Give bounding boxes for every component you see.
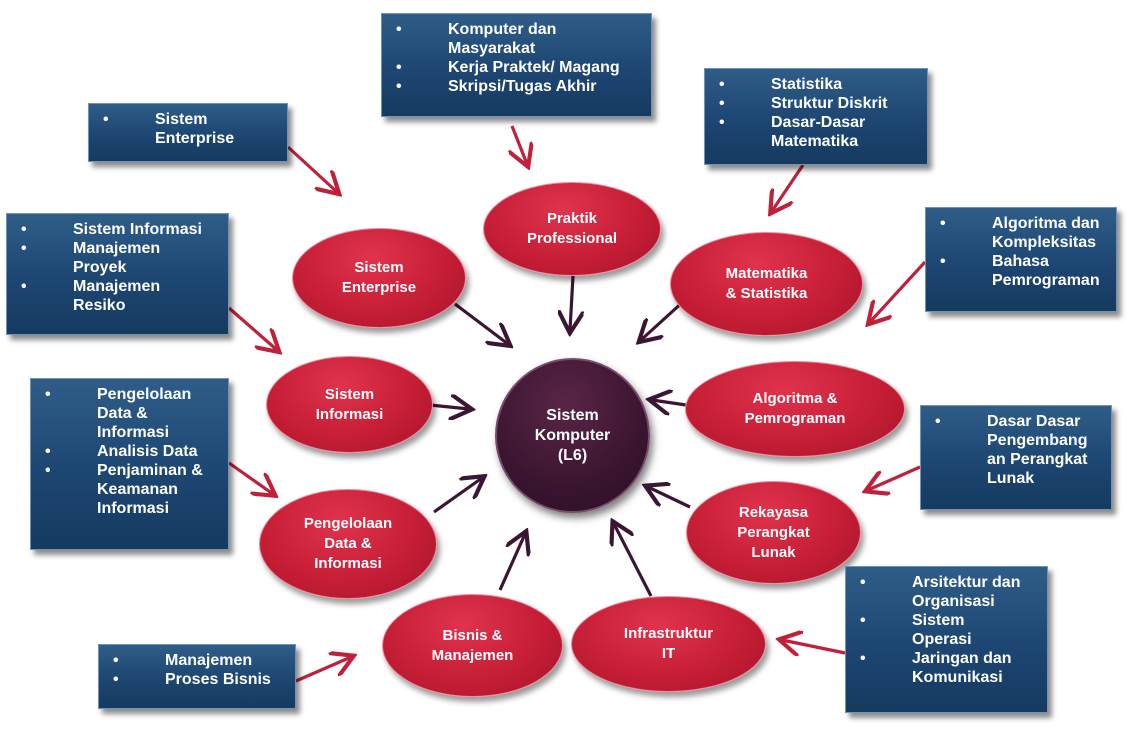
arrow-algoritma-center: [652, 400, 687, 405]
arrow-box-bisnis: [295, 657, 351, 683]
arrow-box-matematika: [772, 164, 805, 211]
box-algoritma-pemrograman: Algoritma dan Kompleksitas Bahasa Pemrog…: [925, 207, 1117, 312]
list-item: Dasar-Dasar Matematika: [711, 113, 919, 151]
node-algoritma-pemrograman: Algoritma & Pemrograman: [685, 361, 905, 457]
node-pengelolaan-data-informasi: Pengelolaan Data & Informasi: [259, 489, 437, 599]
box-infrastruktur-it: Arsitektur dan Organisasi Sistem Operasi…: [845, 566, 1048, 713]
arrow-box-praktik: [512, 125, 527, 164]
arrow-sistem-enterprise-center: [454, 302, 508, 344]
box-matematika-statistika: Statistika Struktur Diskrit Dasar-Dasar …: [704, 68, 928, 165]
arrow-matematika-center: [641, 298, 687, 340]
list-item: Analisis Data: [37, 442, 220, 461]
list-item: Statistika: [711, 75, 919, 94]
arrow-sistem-informasi-center: [429, 405, 469, 409]
list-item: Komputer dan Masyarakat: [388, 20, 643, 58]
arrow-box-sistem-enterprise: [286, 145, 337, 192]
arrow-rekayasa-center: [648, 487, 691, 509]
list-item: Manajemen Resiko: [13, 277, 220, 315]
arrow-box-pengelolaan: [228, 461, 273, 494]
list-item: Sistem Enterprise: [95, 110, 279, 148]
box-praktik-professional: Komputer dan Masyarakat Kerja Praktek/ M…: [381, 13, 652, 117]
node-infrastruktur-it: Infrastruktur IT: [571, 596, 766, 692]
box-sistem-enterprise: Sistem Enterprise: [88, 103, 288, 162]
list-item: Arsitektur dan Organisasi: [852, 573, 1039, 611]
arrow-box-rekayasa: [868, 465, 921, 490]
node-praktik-professional: Praktik Professional: [483, 182, 661, 276]
arrow-pengelolaan-center: [433, 478, 482, 514]
arrow-box-sistem-informasi: [227, 306, 277, 350]
node-sistem-informasi: Sistem Informasi: [266, 356, 433, 453]
list-item: Algoritma dan Kompleksitas: [932, 214, 1108, 252]
list-item: Kerja Praktek/ Magang: [388, 58, 643, 77]
arrow-infrastruktur-center: [614, 524, 653, 597]
arrow-box-infrastruktur: [782, 640, 846, 653]
node-bisnis-manajemen: Bisnis & Manajemen: [382, 594, 563, 697]
list-item: Sistem Operasi: [852, 611, 1039, 649]
center-node-sistem-komputer: Sistem Komputer (L6): [495, 358, 650, 513]
list-item: Pengelolaan Data & Informasi: [37, 385, 220, 442]
list-item: Skripsi/Tugas Akhir: [388, 77, 643, 96]
list-item: Bahasa Pemrograman: [932, 252, 1108, 290]
arrow-bisnis-center: [498, 534, 525, 591]
list-item: Struktur Diskrit: [711, 94, 919, 113]
box-rekayasa-perangkat-lunak: Dasar Dasar Pengembang an Perangkat Luna…: [920, 405, 1112, 510]
node-sistem-enterprise: Sistem Enterprise: [292, 228, 466, 328]
list-item: Sistem Informasi: [13, 220, 220, 239]
list-item: Manajemen: [105, 651, 287, 670]
box-pengelolaan-data-informasi: Pengelolaan Data & Informasi Analisis Da…: [30, 378, 229, 550]
arrow-box-algoritma: [870, 260, 927, 322]
node-matematika-statistika: Matematika & Statistika: [670, 232, 863, 336]
list-item: Jaringan dan Komunikasi: [852, 649, 1039, 687]
node-rekayasa-perangkat-lunak: Rekayasa Perangkat Lunak: [686, 481, 861, 584]
arrow-praktik-center: [570, 275, 573, 330]
list-item: Dasar Dasar Pengembang an Perangkat Luna…: [927, 412, 1103, 488]
list-item: Penjaminan & Keamanan Informasi: [37, 461, 220, 518]
box-sistem-informasi: Sistem Informasi Manajemen Proyek Manaje…: [6, 213, 229, 335]
list-item: Manajemen Proyek: [13, 239, 220, 277]
box-bisnis-manajemen: Manajemen Proses Bisnis: [98, 644, 296, 709]
list-item: Proses Bisnis: [105, 670, 287, 689]
